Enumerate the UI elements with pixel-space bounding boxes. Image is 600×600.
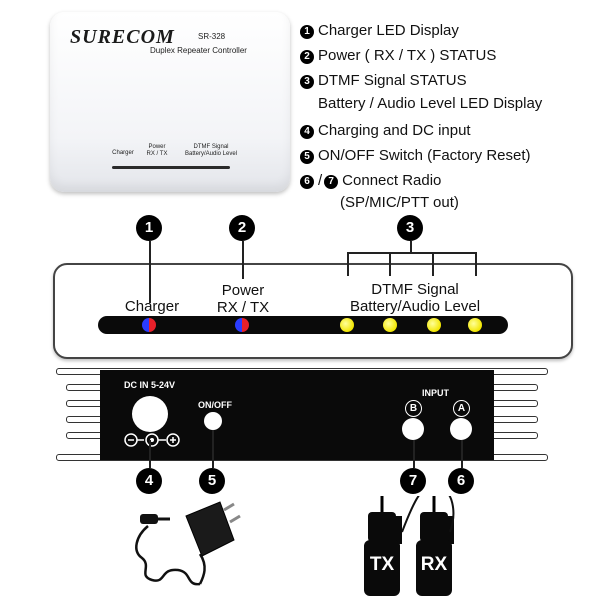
legend-number: 3 (300, 75, 314, 89)
polarity-icon (124, 433, 180, 447)
callout-4: 4 (136, 468, 162, 494)
leader-line-7 (413, 440, 415, 468)
power-adapter-icon (135, 501, 241, 586)
legend-item-6-7-cont: (SP/MIC/PTT out) (340, 194, 459, 211)
led-strip (98, 316, 508, 334)
front-label-charger: Charger (124, 298, 180, 315)
leader-line-3 (410, 241, 412, 252)
brand-logo: SURECOM (70, 26, 175, 48)
legend-number: 4 (300, 125, 314, 139)
product-tagline: Duplex Repeater Controller (150, 46, 247, 55)
product-label-charger: Charger (112, 150, 134, 156)
bracket-tick (347, 252, 349, 276)
jack-a-label: A (453, 400, 470, 417)
jack-b-label: B (405, 400, 422, 417)
tx-radio-body (364, 540, 400, 596)
heatsink-fin (490, 384, 538, 391)
leader-line-1 (149, 241, 151, 303)
onoff-switch[interactable] (204, 412, 222, 430)
input-jack-a[interactable] (450, 418, 472, 440)
bracket-tick (432, 252, 434, 276)
input-label: INPUT (422, 388, 449, 398)
callout-2: 2 (229, 215, 255, 241)
leader-line-5 (212, 430, 214, 468)
legend-number: 1 (300, 25, 314, 39)
callout-5: 5 (199, 468, 225, 494)
level-led-1 (340, 318, 354, 332)
callout-3: 3 (397, 215, 423, 241)
charger-led (142, 318, 156, 332)
callout-1: 1 (136, 215, 162, 241)
rx-radio-label: RX (420, 554, 448, 575)
radios-icon (368, 496, 455, 544)
rx-radio-body (416, 540, 452, 596)
legend-number: 5 (300, 150, 314, 164)
bracket-tick (475, 252, 477, 276)
leader-line-4 (149, 440, 151, 468)
model-number: SR-328 (198, 32, 226, 41)
heatsink-fin (490, 432, 538, 439)
product-photo: SURECOM SR-328 Duplex Repeater Controlle… (50, 12, 290, 192)
legend-number: 6 (300, 175, 314, 189)
leader-line-2 (242, 241, 244, 279)
front-panel (53, 263, 573, 359)
tx-radio-label: TX (369, 554, 395, 575)
callout-6: 6 (448, 468, 474, 494)
bracket-3 (347, 252, 475, 254)
callout-7: 7 (400, 468, 426, 494)
dc-jack (132, 396, 168, 432)
level-led-4 (468, 318, 482, 332)
level-led-3 (427, 318, 441, 332)
input-jack-b[interactable] (402, 418, 424, 440)
onoff-label: ON/OFF (198, 400, 232, 410)
dc-in-label: DC IN 5-24V (124, 380, 176, 390)
heatsink-fin (490, 400, 538, 407)
back-panel: DC IN 5-24V ON/OFF INPUT B A (100, 370, 494, 460)
leader-line-6 (461, 440, 463, 468)
product-led-strip (112, 166, 230, 169)
legend-item-3-cont: Battery / Audio Level LED Display (318, 95, 543, 112)
legend-number: 2 (300, 50, 314, 64)
legend-number: 7 (324, 175, 339, 189)
level-led-2 (383, 318, 397, 332)
bracket-tick (389, 252, 391, 276)
heatsink-fin (490, 416, 538, 423)
power-led (235, 318, 249, 332)
